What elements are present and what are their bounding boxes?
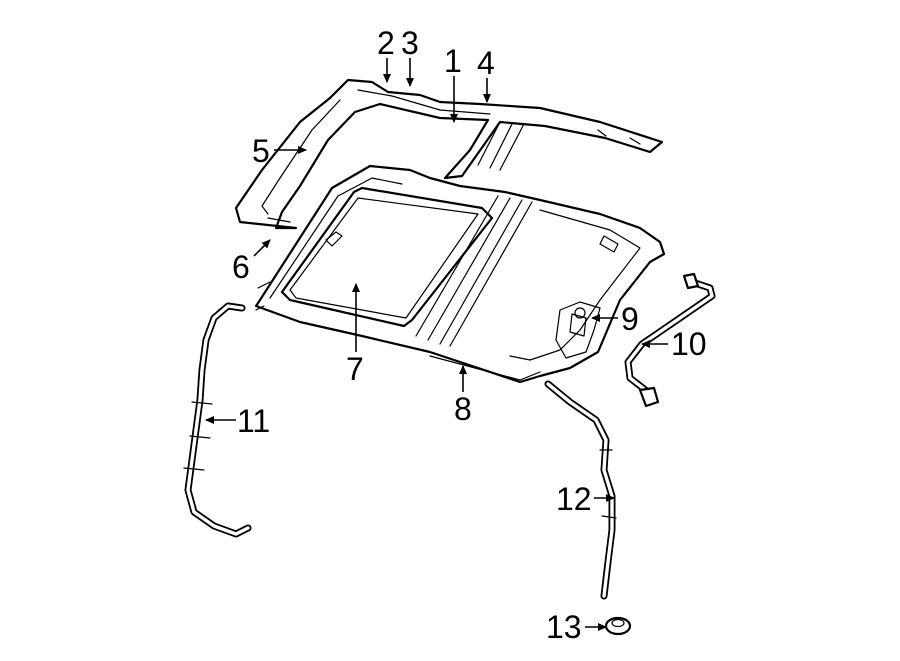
grommet-part bbox=[604, 616, 632, 636]
sunroof-housing-part bbox=[254, 164, 666, 384]
callout-4: 4 bbox=[477, 45, 495, 81]
left-drain-hose-part bbox=[183, 302, 252, 538]
callout-11: 11 bbox=[237, 403, 270, 439]
roof-frame-part bbox=[234, 78, 664, 230]
wire-harness-part bbox=[624, 272, 716, 408]
callout-9: 9 bbox=[621, 301, 639, 337]
callout-12: 12 bbox=[556, 481, 592, 517]
leader-lines bbox=[205, 58, 668, 631]
leader-6 bbox=[253, 239, 271, 257]
callout-labels: 1 2 3 4 5 6 7 8 9 10 11 12 13 bbox=[232, 25, 707, 645]
callout-8: 8 bbox=[454, 391, 472, 427]
callout-5: 5 bbox=[252, 133, 270, 169]
callout-2: 2 bbox=[377, 25, 395, 61]
callout-1: 1 bbox=[444, 43, 462, 79]
right-drain-hose-part bbox=[544, 380, 617, 600]
callout-10: 10 bbox=[671, 326, 707, 362]
callout-3: 3 bbox=[401, 25, 419, 61]
callout-7: 7 bbox=[346, 351, 364, 387]
callout-13: 13 bbox=[546, 609, 582, 645]
callout-6: 6 bbox=[232, 249, 250, 285]
